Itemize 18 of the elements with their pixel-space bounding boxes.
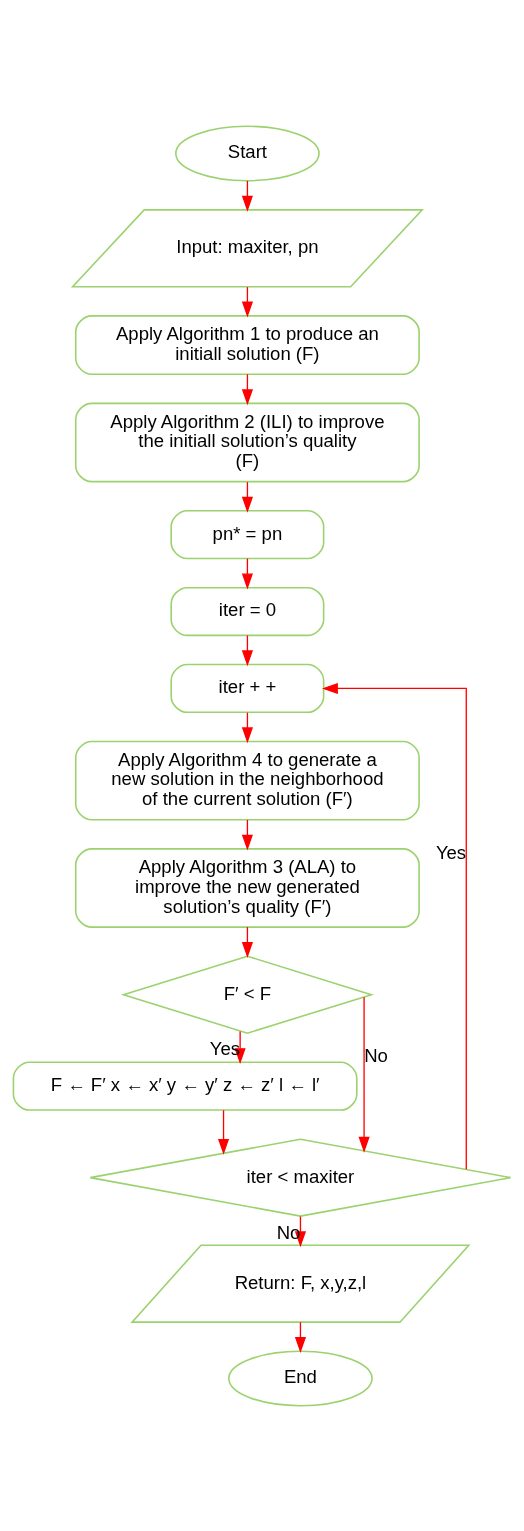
node-box: iter = 0 — [170, 586, 325, 636]
node-box: Apply Algorithm 1 to produce an initiall solution (F) — [74, 314, 420, 375]
edge-label: Yes — [209, 1037, 241, 1059]
node-diamond: F′ < F — [120, 954, 375, 1034]
node-box: Apply Algorithm 3 (ALA) to improve the new generated solution’s quality (F′) — [74, 847, 420, 928]
node-ellipse: End — [228, 1350, 373, 1406]
node-box: Apply Algorithm 2 (ILI) to improve the initiall solution’s quality (F) — [74, 402, 420, 482]
node-box: Apply Algorithm 4 to generate a new solution in the neighborhood of the current solution (F′) — [74, 740, 420, 820]
edge-label: No — [276, 1221, 301, 1243]
arrow — [321, 682, 467, 1170]
node-box: iter + + — [170, 663, 325, 713]
node-box: pn* = pn — [170, 509, 325, 559]
arrow — [358, 996, 370, 1153]
node-box: F ← F′ x ← x′ y ← y′ z ← z′ l ← l′ — [12, 1061, 358, 1111]
edge-label: No — [364, 1044, 388, 1066]
node-ellipse: Start — [175, 125, 320, 181]
arrow — [217, 1109, 230, 1155]
edge-label: Yes — [435, 841, 467, 863]
